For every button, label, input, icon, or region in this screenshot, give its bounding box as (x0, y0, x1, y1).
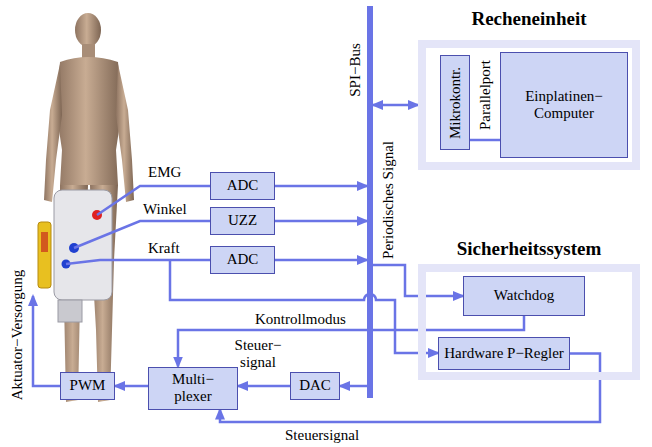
connector (275, 220, 367, 223)
connector (275, 259, 367, 262)
force-wire (66, 260, 210, 264)
box-label: DAC (299, 377, 331, 394)
bus-label: SPI−Bus (347, 43, 364, 96)
dac-box: DAC (290, 372, 340, 400)
signal-label: Steuer− signal (228, 337, 288, 370)
signal-label: Steuersignal (285, 427, 359, 444)
actuator-supply-wire (33, 296, 60, 386)
angle-wire (74, 221, 210, 248)
group-title: Recheneinheit (386, 8, 652, 30)
box-label: ADC (227, 251, 259, 268)
uzz-box: UZZ (210, 207, 275, 235)
box-label: Multi− plexer (165, 371, 221, 406)
microcontroller-box: Mikrokontr. (440, 55, 470, 150)
signal-label: Periodisches Signal (380, 141, 397, 259)
prosthesis (38, 190, 112, 322)
connector (373, 104, 418, 107)
adc-box: ADC (210, 246, 275, 274)
spi-bus: SPI−Bus (367, 6, 373, 398)
box-label: Watchdog (494, 287, 554, 304)
box-label: PWM (70, 377, 106, 394)
regler-box: Hardware P−Regler (438, 337, 570, 370)
signal-label: Aktuator−Versorgung (9, 270, 26, 401)
box-label: ADC (227, 177, 259, 194)
signal-label: EMG (148, 164, 181, 181)
adc-box: ADC (210, 172, 275, 200)
watchdog-box: Watchdog (463, 276, 585, 316)
connector (470, 139, 500, 142)
connector (238, 385, 290, 388)
safety-frame: SicherheitssystemWatchdogHardware P−Regl… (418, 264, 640, 380)
box-label: Einplatinen− Computer (512, 88, 616, 123)
box-label: UZZ (228, 212, 257, 229)
box-label: Hardware P−Regler (444, 345, 564, 362)
connector (115, 385, 148, 388)
signal-label: Kontrollmodus (255, 311, 346, 328)
connector (275, 185, 367, 188)
signal-label: Winkel (143, 201, 187, 218)
unit-frame: RecheneinheitMikrokontr.Einplatinen− Com… (418, 40, 640, 170)
human-figure (44, 13, 134, 402)
connector (340, 385, 367, 388)
box-label: Mikrokontr. (447, 66, 464, 138)
signal-label: Parallelport (477, 60, 494, 130)
signal-label: Kraft (148, 240, 180, 257)
group-title: Sicherheitssystem (386, 238, 652, 260)
computer-box: Einplatinen− Computer (500, 52, 628, 158)
pwm-box: PWM (60, 372, 115, 400)
multiplexer-box: Multi− plexer (148, 367, 238, 410)
